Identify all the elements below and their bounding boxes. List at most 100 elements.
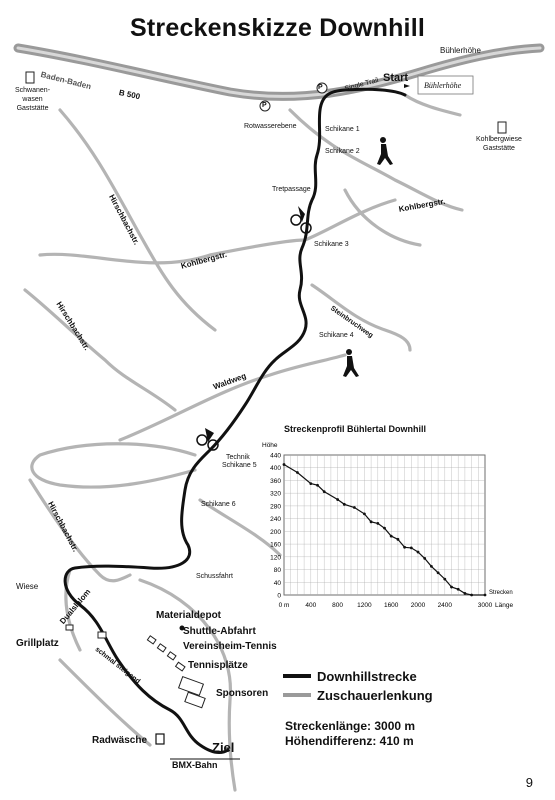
chart-xtick-label: 1200 <box>357 602 372 609</box>
chart-ytick-label: 80 <box>274 567 282 574</box>
chart-xtick-label: 3000 <box>478 602 493 609</box>
chart-xtick-label: 1600 <box>384 602 399 609</box>
chart-xtick-label: 800 <box>332 602 343 609</box>
place-shuttle: Shuttle-Abfahrt <box>183 626 256 637</box>
place-tennisplaetze: Tennisplätze <box>188 660 248 671</box>
page-title: Streckenskizze Downhill <box>130 14 425 42</box>
chart-xlabel: Länge <box>495 602 513 609</box>
chart-ytick-label: 200 <box>270 529 281 536</box>
start-flag-icon <box>404 84 410 88</box>
chart-point <box>430 564 433 568</box>
track-schikane-5: Schikane 5 <box>222 462 257 469</box>
road-loop-left <box>30 442 197 489</box>
chart-point <box>336 498 339 501</box>
logo-text: Bühlerhöhe <box>424 81 462 90</box>
materialdepot-dot <box>179 625 185 631</box>
parking-markers <box>259 82 328 112</box>
track-schikane-2: Schikane 2 <box>325 148 360 155</box>
chart-point <box>403 545 406 549</box>
chart-point <box>443 577 447 581</box>
parking-label-1: P <box>318 84 323 91</box>
place-ziel: Ziel <box>212 740 235 755</box>
track-schikane-1: Schikane 1 <box>325 126 360 133</box>
chart-ylabel: Höhe <box>262 442 278 449</box>
place-sponsoren: Sponsoren <box>216 688 269 699</box>
radwaesche-icon <box>155 733 165 745</box>
stat-height: Höhendifferenz: 410 m <box>285 734 414 748</box>
place-grillplatz: Grillplatz <box>16 638 59 649</box>
road-hirschbachstr-top <box>58 108 217 332</box>
chart-series-line <box>283 463 485 596</box>
chart-point <box>456 587 460 591</box>
place-wiese: Wiese <box>16 582 39 591</box>
chart-point <box>436 571 440 575</box>
side-roads <box>23 93 464 792</box>
chart-point <box>463 592 467 595</box>
chart-point <box>363 512 366 516</box>
road-b500-edge <box>16 46 542 98</box>
road-schikane6-side <box>198 498 282 557</box>
chart-point <box>423 557 427 560</box>
track-schikane-6: Schikane 6 <box>201 501 236 508</box>
track-schussfahrt: Schussfahrt <box>196 573 233 580</box>
road-right-side <box>343 188 422 247</box>
chart-point <box>369 520 373 524</box>
legend-zuschauer-label: Zuschauerlenkung <box>317 688 433 703</box>
chart-point <box>316 483 319 487</box>
page-number: 9 <box>525 775 533 790</box>
logo-box <box>417 75 474 95</box>
place-start: Start <box>383 72 409 84</box>
chart-point <box>309 482 313 486</box>
road-kohlbergstr-mid <box>38 198 397 265</box>
chart-xtick-label: 400 <box>305 602 316 609</box>
place-vereinsheim: Vereinsheim-Tennis <box>183 641 277 652</box>
road-dualslalom <box>64 568 82 652</box>
chart-point <box>342 502 346 506</box>
chart-point <box>470 593 473 597</box>
biker-icon <box>196 206 312 451</box>
parking-icon-1 <box>316 82 328 94</box>
chart-point <box>352 506 356 509</box>
chart-point <box>322 490 326 493</box>
chart-end-label: Strecken <box>489 590 513 596</box>
chart-point <box>282 463 286 466</box>
road-top-right <box>403 93 462 117</box>
road-waldweg <box>118 353 347 442</box>
track-tretpassage: Tretpassage <box>272 186 311 193</box>
chart-ytick-label: 120 <box>270 554 281 561</box>
chart-title: Streckenprofil Bühlertal Downhill <box>284 424 427 434</box>
chart-point <box>389 534 393 538</box>
chart-point <box>296 471 299 474</box>
road-hirschbachstr-mid <box>23 288 177 412</box>
track-schikane-4: Schikane 4 <box>319 332 354 339</box>
road-hirschbachstr-low <box>28 478 132 583</box>
chart-ytick-label: 40 <box>274 580 282 587</box>
chart-ytick-label: 160 <box>270 542 281 549</box>
road-steinbruchweg <box>310 283 412 352</box>
chart-point <box>416 550 420 554</box>
place-kohlbergwiese: Kohlbergwiese Gaststätte <box>476 136 522 152</box>
stat-length: Streckenlänge: 3000 m <box>285 719 416 733</box>
place-materialdepot: Materialdepot <box>156 610 222 621</box>
chart-xtick-label: 2000 <box>411 602 426 609</box>
parking-label-2: P <box>262 102 267 109</box>
chart-point <box>376 522 380 525</box>
place-buehlerhoehe: Bühlerhöhe <box>440 46 481 55</box>
place-radwaesche: Radwäsche <box>92 735 148 746</box>
road-grill-lane <box>58 658 152 747</box>
chart-ytick-label: 280 <box>270 503 281 510</box>
place-schwanenwasen: Schwanen- wasen Gaststätte <box>15 87 51 112</box>
legend-downhill-label: Downhillstrecke <box>317 669 417 684</box>
chart-ytick-label: 360 <box>270 478 281 485</box>
track-rotwasserebene: Rotwasserebene <box>244 123 297 130</box>
chart-xtick-label: 2400 <box>438 602 453 609</box>
track-schikane-3: Schikane 3 <box>314 241 349 248</box>
walker-icon <box>343 137 393 377</box>
chart-point <box>409 546 413 550</box>
chart-ytick-label: 240 <box>270 516 281 523</box>
place-bmx: BMX-Bahn <box>172 760 218 770</box>
facility-boxes <box>65 624 206 709</box>
road-bottom-lane <box>138 578 237 792</box>
